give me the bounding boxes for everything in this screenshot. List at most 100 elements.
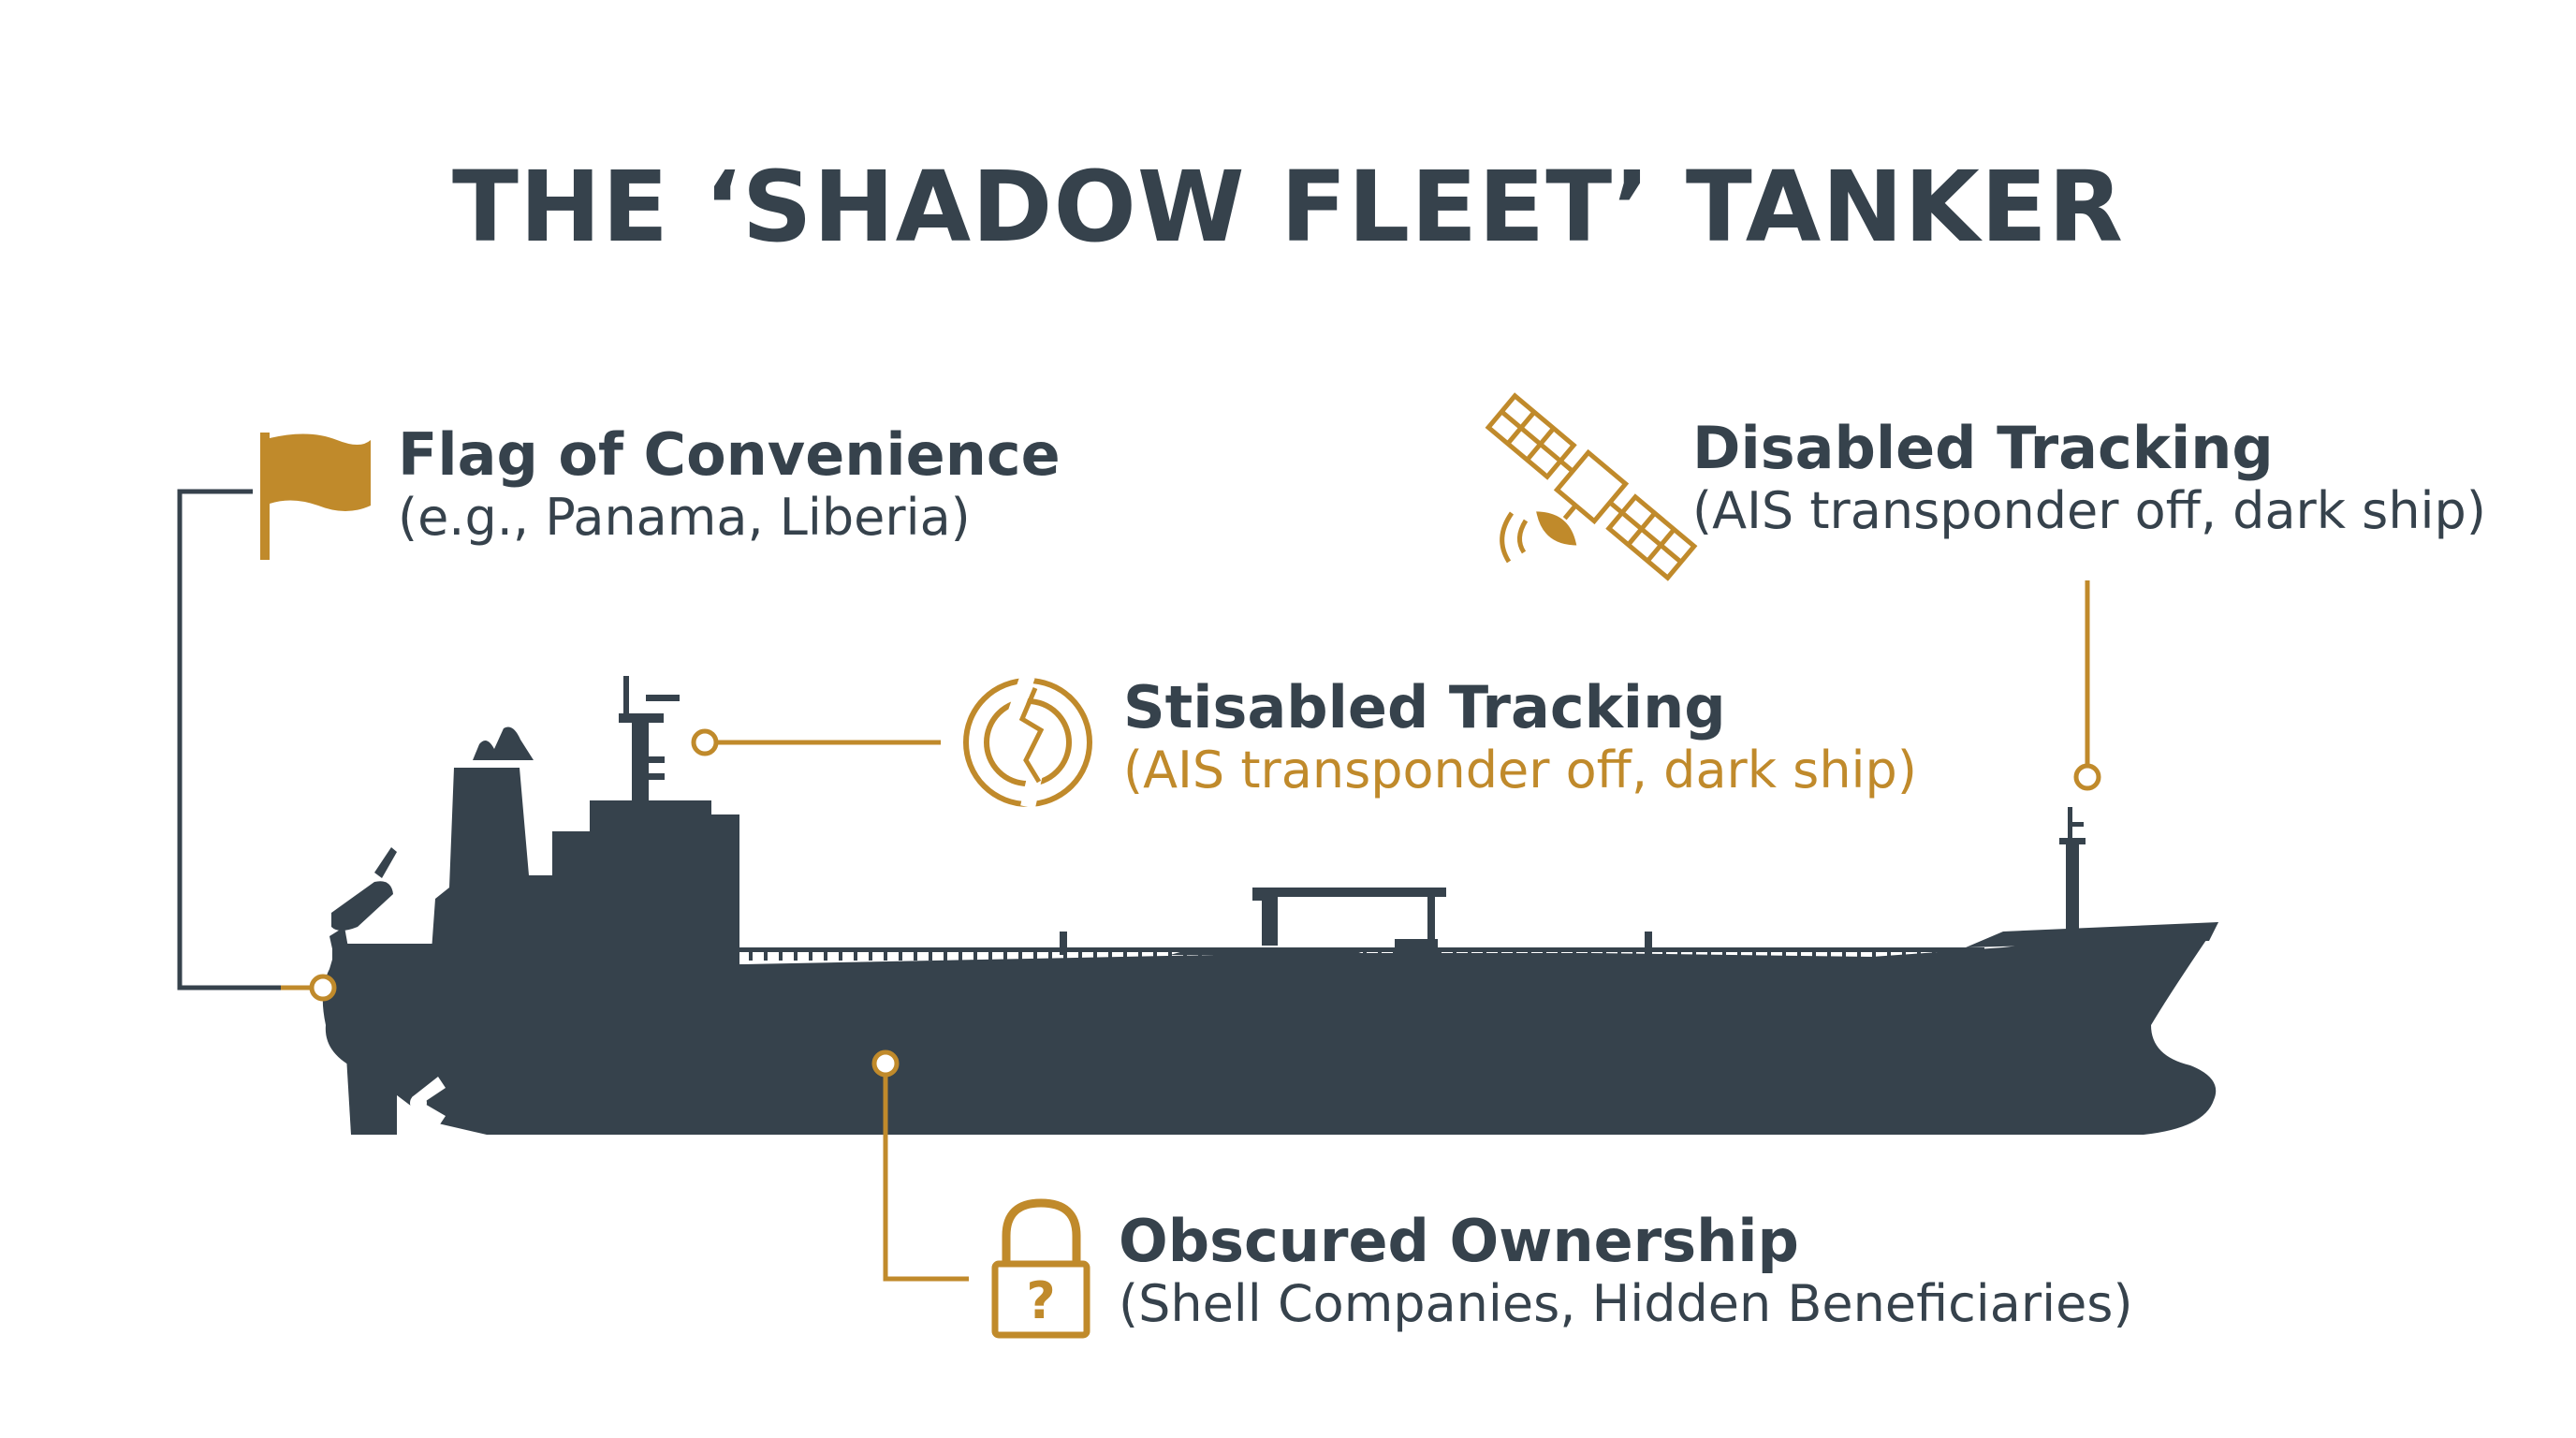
- railing-post: [1033, 947, 1037, 961]
- callout-disabled-tracking: Disabled Tracking (AIS transponder off, …: [1692, 415, 2486, 542]
- ship-funnel: [473, 726, 534, 760]
- ship-hull: [322, 922, 2218, 1135]
- railing-post: [1003, 947, 1007, 961]
- connector-lines: [177, 489, 2101, 1282]
- railing-post: [1677, 947, 1681, 961]
- railing-post: [1498, 947, 1501, 961]
- railing-post: [1093, 947, 1097, 961]
- callout-detail: (AIS transponder off, dark ship): [1123, 741, 1917, 800]
- railing-post: [914, 947, 917, 961]
- callout-heading: Stisabled Tracking: [1123, 673, 1726, 741]
- deck-railing: [739, 947, 1984, 952]
- tanker-silhouette: [322, 676, 2218, 1135]
- callout-heading: Obscured Ownership: [1119, 1207, 1799, 1275]
- ship-rudder: [346, 1056, 397, 1135]
- railing-post: [1423, 947, 1427, 961]
- railing-post: [1468, 947, 1471, 961]
- railing-post: [824, 947, 827, 961]
- railing-post: [749, 947, 753, 961]
- callout-detail: (AIS transponder off, dark ship): [1692, 481, 2486, 541]
- railing-post: [1707, 947, 1711, 961]
- railing-post: [1962, 947, 1966, 961]
- railing-post: [1782, 947, 1786, 961]
- railing-post: [944, 947, 947, 961]
- railing-post: [1363, 947, 1367, 961]
- railing-post: [959, 947, 962, 961]
- callout-heading: Flag of Convenience: [398, 420, 1061, 489]
- callout-stisabled-tracking: Stisabled Tracking (AIS transponder off,…: [1123, 674, 1917, 801]
- railing-post: [1123, 947, 1127, 961]
- railing-post: [988, 947, 992, 961]
- railing-post: [1692, 947, 1696, 961]
- railing-post: [1108, 947, 1112, 961]
- railing-post: [1453, 947, 1456, 961]
- railing-post: [1872, 947, 1876, 961]
- railing-post: [1617, 947, 1621, 961]
- railing-post: [1378, 947, 1382, 961]
- railing-post: [899, 947, 902, 961]
- railing-post: [1662, 947, 1666, 961]
- railing-post: [1752, 947, 1756, 961]
- railing-post: [1138, 947, 1142, 961]
- railing-post: [794, 947, 798, 961]
- railing-post: [1168, 947, 1172, 961]
- railing-post: [1408, 947, 1412, 961]
- tracking-connector-dot: [2073, 763, 2101, 791]
- flag-connector: [177, 489, 309, 990]
- railing-post: [1513, 947, 1516, 961]
- railing-post: [1438, 947, 1442, 961]
- railing-post: [1558, 947, 1561, 961]
- padlock-question-mark: ?: [1026, 1271, 1055, 1330]
- railing-post: [1857, 947, 1861, 961]
- railing-post: [884, 947, 887, 961]
- railing-post: [1812, 947, 1816, 961]
- ship-deck-crane: [1252, 888, 1446, 946]
- ship-lifeboat: [331, 881, 393, 931]
- railing-post: [1842, 947, 1846, 961]
- railing-post: [839, 947, 842, 961]
- railing-post: [1887, 947, 1891, 961]
- railing-post: [779, 947, 783, 961]
- railing-post: [1078, 947, 1082, 961]
- railing-post: [764, 947, 768, 961]
- railing-post: [973, 947, 977, 961]
- padlock-question-icon: ?: [991, 1198, 1090, 1339]
- railing-post: [1797, 947, 1801, 961]
- railing-post: [1543, 947, 1546, 961]
- callout-flag-of-convenience: Flag of Convenience (e.g., Panama, Liber…: [398, 421, 1061, 549]
- flag-icon: [260, 433, 371, 560]
- ship-superstructure: [431, 768, 739, 964]
- railing-post: [1902, 947, 1906, 961]
- railing-post: [1018, 947, 1022, 961]
- callout-heading: Disabled Tracking: [1692, 414, 2274, 482]
- railing-post: [1528, 947, 1531, 961]
- railing-post: [1632, 947, 1636, 961]
- callout-detail: (e.g., Panama, Liberia): [398, 488, 971, 548]
- broken-circle-icon: [963, 673, 1092, 809]
- railing-post: [1603, 947, 1606, 961]
- railing-post: [869, 947, 872, 961]
- satellite-icon: [1485, 392, 1698, 581]
- callout-detail: (Shell Companies, Hidden Beneficiaries): [1119, 1274, 2133, 1334]
- railing-post: [809, 947, 812, 961]
- railing-post: [1483, 947, 1486, 961]
- glitch-connector-dot: [691, 728, 719, 756]
- railing-post: [1153, 947, 1157, 961]
- railing-post: [1737, 947, 1741, 961]
- flag-connector-dot: [309, 974, 337, 1002]
- railing-post: [1947, 947, 1951, 961]
- callout-obscured-ownership: Obscured Ownership (Shell Companies, Hid…: [1119, 1208, 2133, 1335]
- railing-post: [1048, 947, 1052, 961]
- railing-post: [1573, 947, 1576, 961]
- page-title: THE ‘SHADOW FLEET’ TANKER: [452, 150, 2124, 264]
- railing-post: [1722, 947, 1726, 961]
- railing-post: [1827, 947, 1831, 961]
- railing-post: [854, 947, 857, 961]
- railing-post: [1932, 947, 1936, 961]
- railing-post: [1588, 947, 1591, 961]
- ownership-connector: [883, 1077, 969, 1282]
- railing-post: [1393, 947, 1397, 961]
- ownership-connector-dot: [871, 1049, 900, 1078]
- railing-post: [1917, 947, 1921, 961]
